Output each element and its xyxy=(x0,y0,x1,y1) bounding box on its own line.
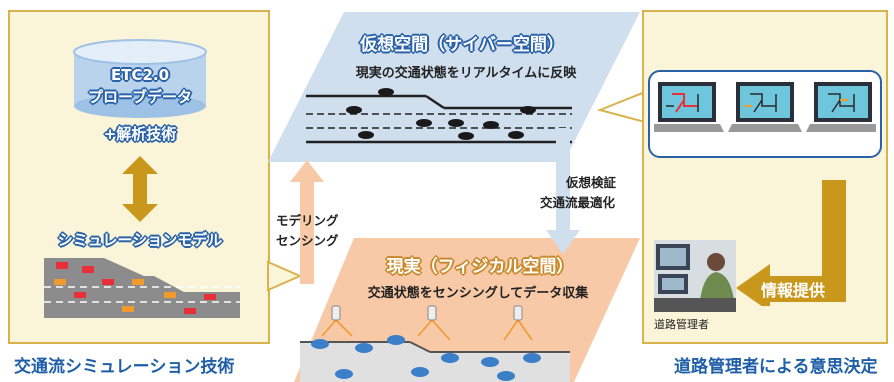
sensing-label: センシング xyxy=(276,233,339,248)
cyber-title: 仮想空間（サイバー空間） xyxy=(360,35,564,55)
physical-title: 現実（フィジカル空間） xyxy=(386,257,574,277)
operator-label: 道路管理者 xyxy=(654,318,709,331)
modeling-label: モデリング xyxy=(276,213,339,228)
cylinder-line2: プローブデータ xyxy=(87,88,193,106)
cyber-subtitle: 現実の交通状態をリアルタイムに反映 xyxy=(355,66,577,81)
analysis-label: +解析技術 xyxy=(103,125,177,143)
laptop-icons xyxy=(654,82,876,132)
road-operator-photo xyxy=(654,240,736,312)
optimization-down-arrow xyxy=(546,128,580,254)
info-provision-label: 情報提供 xyxy=(760,281,825,300)
left-caption: 交通流シミュレーション技術 xyxy=(14,357,235,377)
virtual-verification-label: 仮想検証 xyxy=(566,175,617,190)
cyber-space-panel xyxy=(268,12,640,162)
simulation-model-label: シミュレーションモデル xyxy=(57,231,223,249)
simulation-road-illustration xyxy=(44,258,240,318)
traffic-optimization-label: 交通流最適化 xyxy=(540,195,616,210)
right-caption: 道路管理者による意思決定 xyxy=(674,357,878,377)
physical-road-illustration xyxy=(300,305,570,382)
database-cylinder-icon xyxy=(73,39,207,118)
physical-subtitle: 交通状態をセンシングしてデータ収集 xyxy=(367,286,589,301)
cyber-road-illustration xyxy=(306,88,572,144)
modeling-up-arrow xyxy=(290,160,324,284)
double-arrow-icon xyxy=(122,156,158,222)
cylinder-line1: ETC2.0 xyxy=(110,66,170,84)
info-provision-arrow xyxy=(736,180,846,306)
